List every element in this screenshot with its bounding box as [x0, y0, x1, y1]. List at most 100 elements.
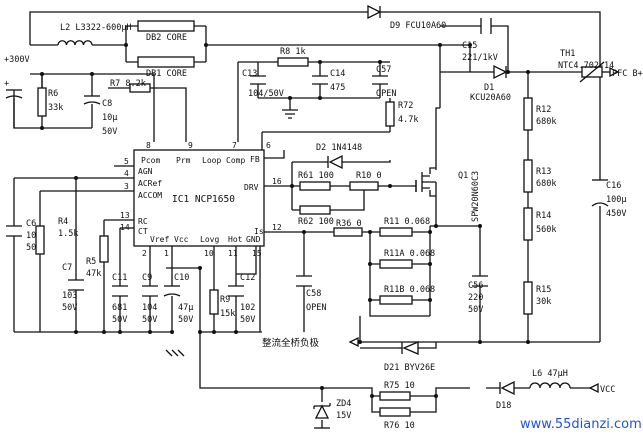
- component-label: R10 0: [356, 171, 382, 181]
- component-label: TH1: [560, 49, 575, 59]
- component-value: 47μ: [178, 303, 193, 313]
- capacitor-c9: C9 104 50V: [142, 273, 158, 325]
- mosfet-q1: Q1 SPW20N60C3: [415, 171, 481, 222]
- component-label: DB2 CORE: [146, 33, 187, 43]
- component-value: KCU20A60: [470, 93, 511, 103]
- pin-name: Vref: [150, 235, 169, 244]
- component-label: R11B 0.068: [384, 285, 435, 295]
- component-label: R6: [48, 89, 58, 99]
- pin-name: DRV: [244, 183, 259, 192]
- pin-name: Lovg: [200, 235, 219, 244]
- component-value: 50V: [26, 243, 41, 253]
- component-label: C14: [330, 69, 345, 79]
- core-db1: DB1 CORE: [137, 56, 195, 79]
- capacitor-c10: C10 47μ 50V: [163, 273, 193, 325]
- pin-number: 15: [252, 249, 262, 258]
- resistor-r13: R13 680k: [523, 159, 556, 193]
- component-value: 450V: [606, 209, 626, 219]
- capacitor-input: +: [4, 79, 23, 128]
- resistor-r7: R7 8.2k: [110, 79, 151, 93]
- component-label: C56: [468, 281, 483, 291]
- net-out: PFC B+: [612, 69, 643, 79]
- component-value: 104/50V: [248, 89, 284, 99]
- component-value: 100μ: [606, 195, 626, 205]
- pin-number: 14: [120, 223, 130, 232]
- net-in: +300V: [4, 55, 30, 65]
- component-value: 103: [62, 291, 77, 301]
- component-value: 50V: [142, 315, 157, 325]
- component-label: R62 100: [298, 217, 334, 227]
- component-label: C57: [376, 65, 391, 75]
- pin-number: 2: [142, 249, 147, 258]
- pin-number: 6: [266, 141, 271, 150]
- capacitor-c57: C57 OPEN: [372, 65, 396, 99]
- component-label: R75 10: [384, 381, 415, 391]
- pin-name: Prm: [176, 156, 191, 165]
- resistor-r8: R8 1k: [277, 47, 309, 67]
- component-value: 50V: [468, 305, 483, 315]
- component-label: D21 BYV26E: [384, 363, 435, 373]
- capacitor-c15: C15 221/1kV: [462, 18, 498, 63]
- resistor-r36: R36 0: [333, 219, 363, 237]
- pin-name: Vcc: [174, 235, 189, 244]
- component-label: R72: [398, 101, 413, 111]
- component-value: 4.7k: [398, 115, 418, 125]
- component-label: DB1 CORE: [146, 69, 187, 79]
- pin-number: 1: [164, 249, 169, 258]
- component-label: Q1: [458, 171, 468, 181]
- component-value: 1.5k: [58, 229, 78, 239]
- resistor-r14: R14 560k: [523, 207, 556, 241]
- component-label: C9: [142, 273, 152, 283]
- wires: [13, 11, 610, 428]
- component-label: C10: [174, 273, 189, 283]
- thermistor-th1: TH1 NTC4.702-14: [558, 49, 614, 83]
- diode-d1: D1 KCU20A60: [470, 64, 511, 103]
- component-value: 104: [142, 303, 157, 313]
- component-label: L6 47μH: [532, 369, 568, 379]
- pin-number: 13: [120, 211, 130, 220]
- svg-text:+: +: [4, 79, 9, 89]
- component-value: 560k: [536, 225, 556, 235]
- component-label: D1: [484, 83, 494, 93]
- resistor-r5: R5 47k: [86, 235, 109, 279]
- component-label: R5: [86, 257, 96, 267]
- component-label: ZD4: [336, 399, 351, 409]
- component-value: 50V: [102, 127, 117, 137]
- pin-number: 12: [272, 223, 282, 232]
- component-label: L2 L3322-600μH: [60, 23, 132, 33]
- pin-name: ACRef: [138, 179, 162, 188]
- pin-number: 3: [124, 182, 129, 191]
- pin-name: FB: [250, 155, 260, 164]
- component-value: 681: [112, 303, 127, 313]
- component-value: 10μ: [102, 113, 117, 123]
- component-label: C6: [26, 219, 36, 229]
- capacitor-c56: C56 220 50V: [468, 275, 488, 315]
- component-label: R76 10: [384, 421, 415, 431]
- pin-name: GND: [246, 235, 261, 244]
- component-label: R11A 0.068: [384, 249, 435, 259]
- component-label: R4: [58, 217, 68, 227]
- component-label: R36 0: [336, 219, 362, 229]
- component-label: C12: [240, 273, 255, 283]
- diode-d9: D9 FCU10A60: [367, 4, 446, 31]
- pin-number: 7: [232, 141, 237, 150]
- net-vcc: VCC: [600, 385, 615, 395]
- pin-number: 10: [204, 249, 214, 258]
- component-label: D2 1N4148: [316, 143, 362, 153]
- component-label: R7 8.2k: [110, 79, 146, 89]
- diode-d2: D2 1N4148: [316, 143, 362, 170]
- pin-name: AGN: [138, 167, 153, 176]
- arrows: [348, 66, 620, 394]
- net-bridge-negative: 整流全桥负极: [262, 337, 320, 349]
- component-value: 680k: [536, 117, 556, 127]
- component-label: C7: [62, 263, 72, 273]
- ic-name: IC1 NCP1650: [172, 194, 235, 205]
- pin-number: 16: [272, 177, 282, 186]
- inductor-l6: L6 47μH: [529, 369, 571, 389]
- resistor-r11b: R11B 0.068: [379, 285, 435, 305]
- pin-name: Loop: [202, 156, 221, 165]
- pin-number: 11: [228, 249, 238, 258]
- component-value: SPW20N60C3: [471, 171, 481, 222]
- component-label: R61 100: [298, 171, 334, 181]
